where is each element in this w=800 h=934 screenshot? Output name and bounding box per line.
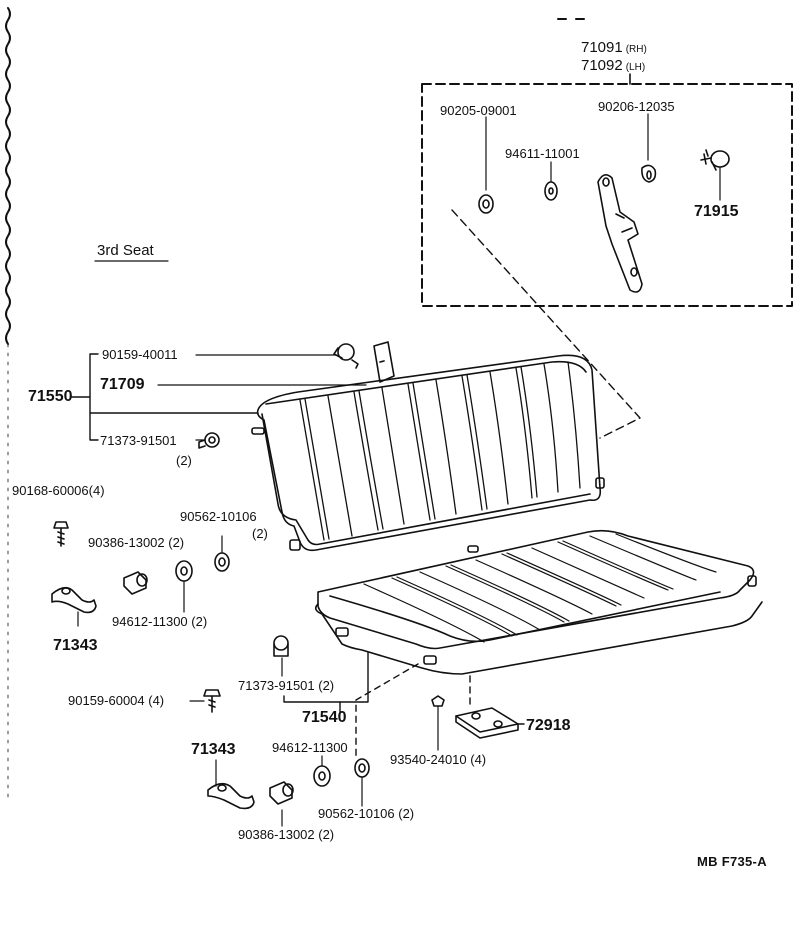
part-93540-24010-label: 93540-24010 (4) <box>390 752 487 767</box>
part-90205-09001-label: 90205-09001 <box>440 103 517 118</box>
part-72918-label: 72918 <box>526 717 571 734</box>
part-90159-60004-label: 90159-60004 (4) <box>68 693 165 708</box>
plate-71709 <box>373 341 395 383</box>
collar-90386-13002-bottom <box>269 781 294 805</box>
part-90206-12035-label: 90206-12035 <box>598 99 675 114</box>
kit-leader-dashed <box>451 209 641 439</box>
part-71373-91501-top-label: 71373-91501 <box>100 433 177 448</box>
seat-back-71550 <box>251 354 605 552</box>
part-90562-10106-top-qty: (2) <box>252 526 268 541</box>
bushing-71373-91501-bottom <box>273 635 289 657</box>
washer-90562-10106-bottom <box>354 758 370 778</box>
page-edge <box>5 7 11 345</box>
diagram-reference-code: MB F735-A <box>697 854 767 869</box>
seat-cushion-71540 <box>314 529 763 675</box>
part-90159-40011-label: 90159-40011 <box>102 347 178 362</box>
part-71343-bottom-label: 71343 <box>191 741 236 758</box>
bracket-71343-top <box>51 586 97 614</box>
part-71091-side: (RH) <box>625 44 647 55</box>
screw-90159-60004 <box>203 689 221 713</box>
bolt-93540-24010 <box>431 695 445 751</box>
part-71373-91501-bottom-label: 71373-91501 (2) <box>238 678 335 693</box>
section-title: 3rd Seat <box>97 242 154 259</box>
part-71709-label: 71709 <box>100 376 145 393</box>
clip-90206-12035 <box>641 164 657 183</box>
part-71540-label: 71540 <box>302 709 347 726</box>
washer-94612-11300-top <box>175 560 193 582</box>
part-71092-side: (LH) <box>625 62 646 73</box>
screw-90168-60006 <box>53 521 69 547</box>
part-71373-91501-top-qty: (2) <box>176 453 192 468</box>
part-71915-label: 71915 <box>694 203 739 220</box>
screw-90159-40011 <box>333 343 359 369</box>
part-71550-label: 71550 <box>28 388 73 405</box>
part-90562-10106-bottom-label: 90562-10106 (2) <box>318 806 415 821</box>
bracket-71550 <box>89 353 99 441</box>
part-94611-11001-label: 94611-11001 <box>505 146 580 161</box>
nut-90205-09001 <box>478 194 494 214</box>
part-90386-13002-top-label: 90386-13002 (2) <box>88 535 185 550</box>
seat-belt-kit-box <box>421 83 793 307</box>
washer-94611-11001 <box>544 181 558 201</box>
part-90168-60006-label: 90168-60006(4) <box>12 483 105 498</box>
belt-anchor-plate <box>597 174 643 293</box>
part-94612-11300-top-label: 94612-11300 (2) <box>112 614 208 629</box>
washer-90562-10106-top <box>214 552 230 572</box>
bolt-71915 <box>700 149 730 171</box>
bracket-71540 <box>283 651 369 703</box>
bracket-71343-bottom <box>207 782 255 810</box>
part-71091-label: 71091(RH) <box>581 39 647 56</box>
part-90386-13002-bottom-label: 90386-13002 (2) <box>238 827 335 842</box>
part-90562-10106-top-label: 90562-10106 <box>180 509 257 524</box>
cushion-leader-dashed <box>355 663 419 761</box>
bracket-72918 <box>455 707 519 739</box>
part-71092-label: 71092(LH) <box>581 57 646 74</box>
collar-90386-13002-top <box>123 571 148 595</box>
bushing-71373-91501-top <box>198 432 220 449</box>
washer-94612-11300-bottom <box>313 765 331 787</box>
part-71343-top-label: 71343 <box>53 637 98 654</box>
part-94612-11300-bottom-label: 94612-11300 <box>272 740 348 755</box>
